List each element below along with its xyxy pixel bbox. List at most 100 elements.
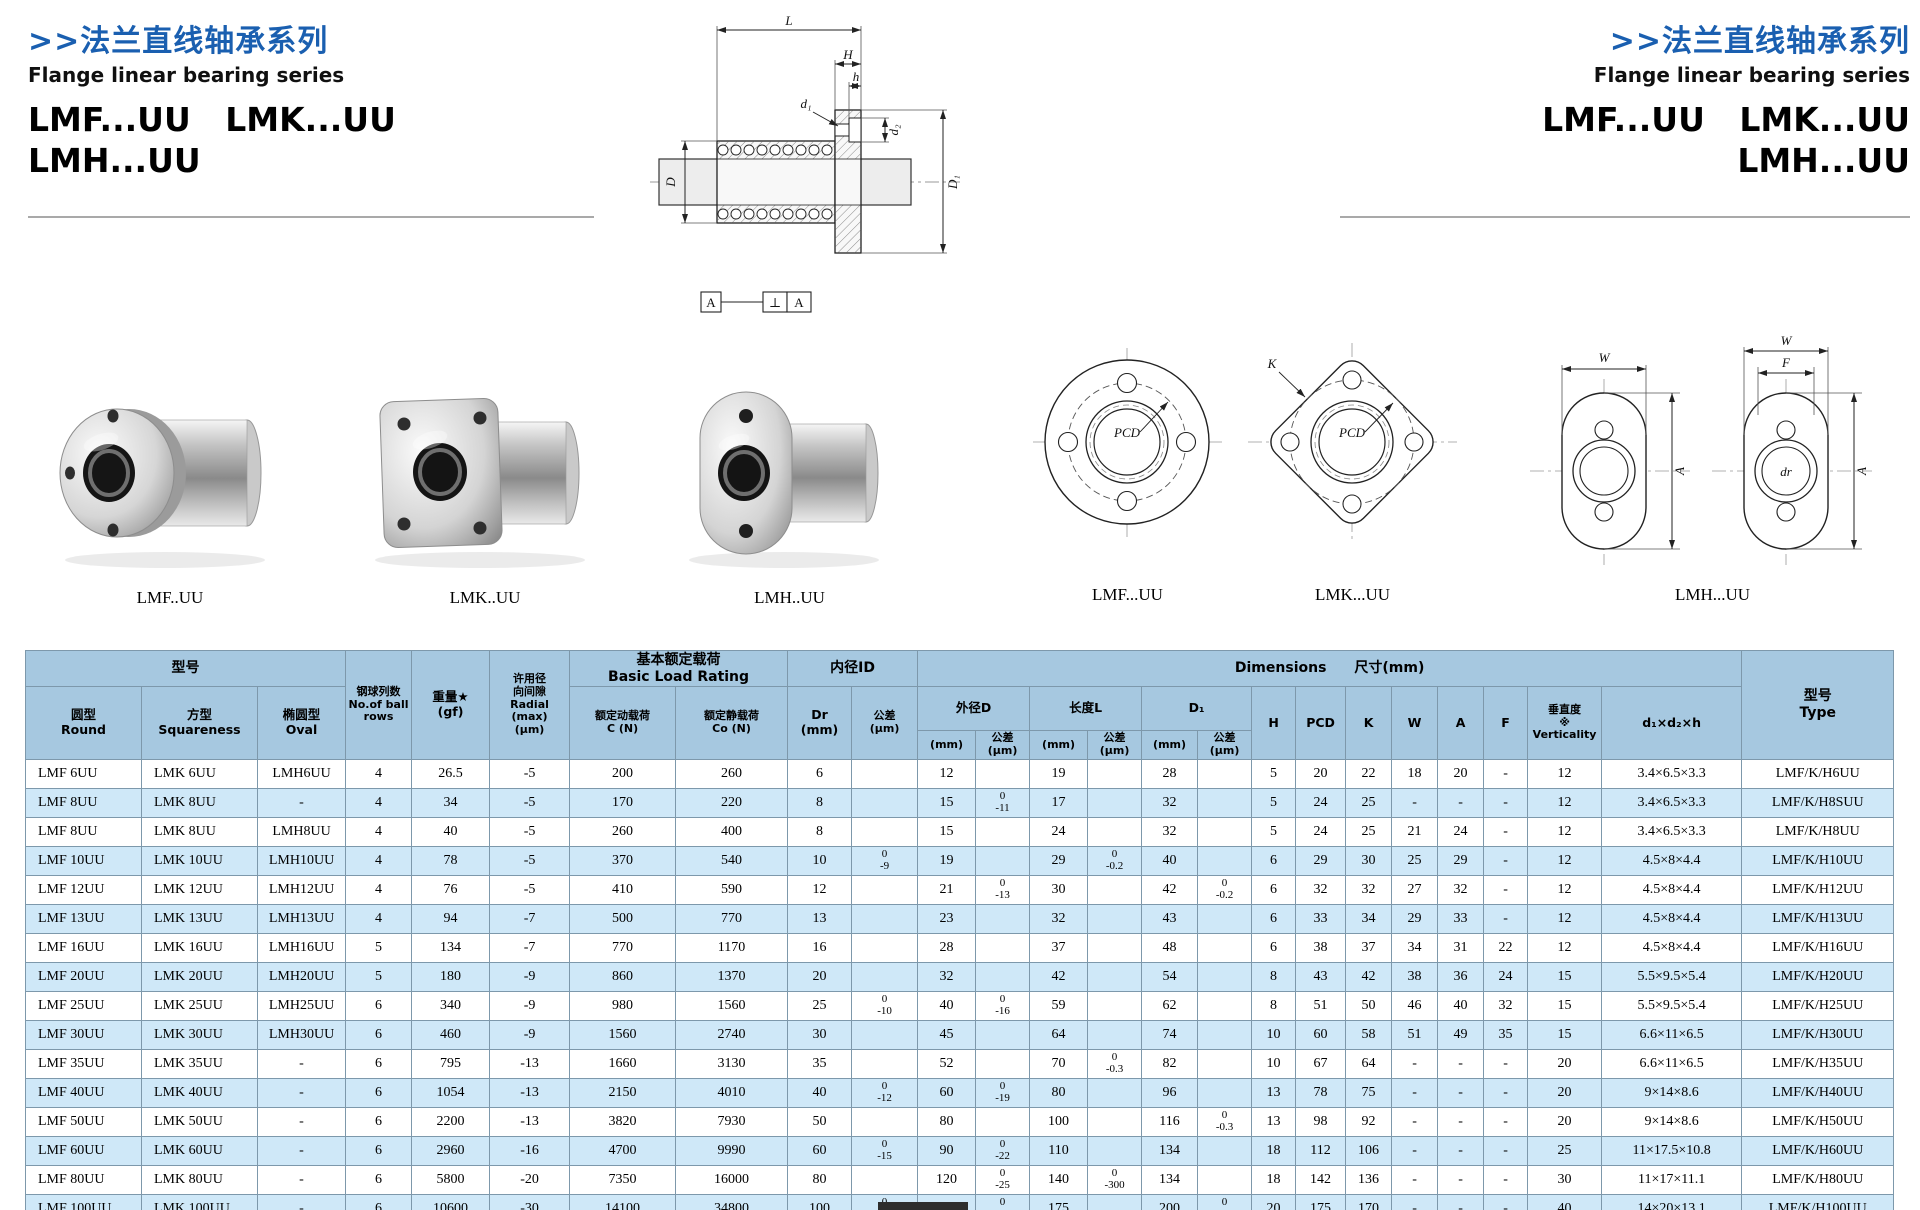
cell: 0 -19 — [975, 1077, 1031, 1108]
cell: 37 — [1029, 932, 1089, 963]
cell — [975, 816, 1031, 847]
cell: 4.5×8×4.4 — [1601, 874, 1743, 905]
cell — [1197, 1077, 1253, 1108]
cell: 20 — [1527, 1048, 1603, 1079]
series-title-en: Flange linear bearing series — [28, 63, 345, 87]
cell: 40 — [411, 816, 491, 847]
bolt-hole — [1404, 432, 1424, 452]
cell: LMF/K/H20UU — [1741, 961, 1895, 992]
cell — [851, 874, 919, 905]
cell: 3.4×6.5×3.3 — [1601, 816, 1743, 847]
cell: 4 — [345, 758, 413, 789]
cell: 70 — [1029, 1048, 1089, 1079]
cell: 49 — [1437, 1019, 1485, 1050]
cell — [1087, 961, 1143, 992]
cell: LMF/K/H50UU — [1741, 1106, 1895, 1137]
cell: -7 — [489, 903, 571, 934]
face-label-lmh: LMH...UU — [1674, 585, 1751, 604]
cell: 60 — [1295, 1019, 1347, 1050]
cell: 12 — [1527, 932, 1603, 963]
bolt-hole — [65, 466, 75, 480]
dimension-lines — [682, 27, 946, 253]
cell: -9 — [489, 990, 571, 1021]
th-static-load: 额定静载荷 Co (N) — [675, 686, 789, 760]
cell: 30 — [1029, 874, 1089, 905]
cell: 1560 — [569, 1019, 677, 1050]
cell: 5 — [345, 961, 413, 992]
cell: 50 — [1345, 990, 1393, 1021]
cell: LMF 13UU — [25, 903, 142, 934]
cell: 38 — [1391, 961, 1439, 992]
cell — [1087, 903, 1143, 934]
th-weight: 重量★ (gf) — [411, 650, 491, 760]
cell: - — [1391, 1048, 1439, 1079]
cell — [975, 1106, 1031, 1137]
bolt-hole — [107, 409, 119, 423]
page-edge-artifact — [878, 1202, 968, 1210]
cell: 42 — [1345, 961, 1393, 992]
cell: 92 — [1345, 1106, 1393, 1137]
cell: 11×17.5×10.8 — [1601, 1135, 1743, 1166]
photo-label-lmf: LMF..UU — [136, 588, 204, 607]
cell: - — [1391, 1135, 1439, 1166]
cell: 58 — [1345, 1019, 1393, 1050]
cell: 134 — [1141, 1164, 1199, 1195]
cell: 40 — [1527, 1193, 1603, 1210]
cell: 0 -9 — [851, 845, 919, 876]
cell: - — [256, 787, 347, 818]
cell: - — [1483, 845, 1529, 876]
cell: 19 — [1029, 758, 1089, 789]
cell: 15 — [1527, 1019, 1603, 1050]
cell: 370 — [569, 845, 677, 876]
cell: 200 — [569, 758, 677, 789]
cell: 52 — [917, 1048, 977, 1079]
cell: 22 — [1483, 932, 1529, 963]
cell: 82 — [1141, 1048, 1199, 1079]
cell: 142 — [1295, 1164, 1347, 1195]
cell: 12 — [917, 758, 977, 789]
cell — [1087, 1193, 1143, 1210]
cell: 134 — [1141, 1135, 1199, 1166]
th-d1d2h: d₁×d₂×h — [1601, 686, 1743, 760]
photo-shadow — [375, 552, 585, 568]
cell — [1197, 845, 1253, 876]
cell — [851, 1048, 919, 1079]
cell: 0 -0.5 — [1197, 1193, 1253, 1210]
cell: LMK 25UU — [141, 990, 258, 1021]
cell: 22 — [1345, 758, 1393, 789]
cell: 0 -0.3 — [1197, 1106, 1253, 1137]
th-outer-d: 外径D — [917, 686, 1031, 732]
cell: 34 — [1391, 932, 1439, 963]
th-d1-mm: (mm) — [1141, 730, 1199, 760]
cell: 5800 — [411, 1164, 491, 1195]
cell: LMF 12UU — [25, 874, 142, 905]
cell: LMF 16UU — [25, 932, 142, 963]
cell — [851, 903, 919, 934]
cell: 4.5×8×4.4 — [1601, 903, 1743, 934]
cell — [1087, 758, 1143, 789]
cell: 590 — [675, 874, 789, 905]
cell: 10 — [1251, 1019, 1297, 1050]
cell: 51 — [1295, 990, 1347, 1021]
product-photo-lmh — [689, 391, 879, 568]
cell: 15 — [917, 787, 977, 818]
cell: 9990 — [675, 1135, 789, 1166]
cell: 29 — [1391, 903, 1439, 934]
cell: 96 — [1141, 1077, 1199, 1108]
cell: - — [1391, 1077, 1439, 1108]
cell: 67 — [1295, 1048, 1347, 1079]
cell: 12 — [787, 874, 853, 905]
cell: - — [1437, 1106, 1485, 1137]
cell — [851, 1106, 919, 1137]
cell: 4 — [345, 874, 413, 905]
cell: LMH20UU — [256, 961, 347, 992]
cell — [1087, 1135, 1143, 1166]
cell: LMH30UU — [256, 1019, 347, 1050]
spec-table: 型号 钢球列数 No.of ball rows 重量★ (gf) 许用径 向间隙… — [24, 649, 1895, 1210]
cell: 16 — [787, 932, 853, 963]
cell: 410 — [569, 874, 677, 905]
a-label: A — [1672, 467, 1687, 476]
cell: 1370 — [675, 961, 789, 992]
